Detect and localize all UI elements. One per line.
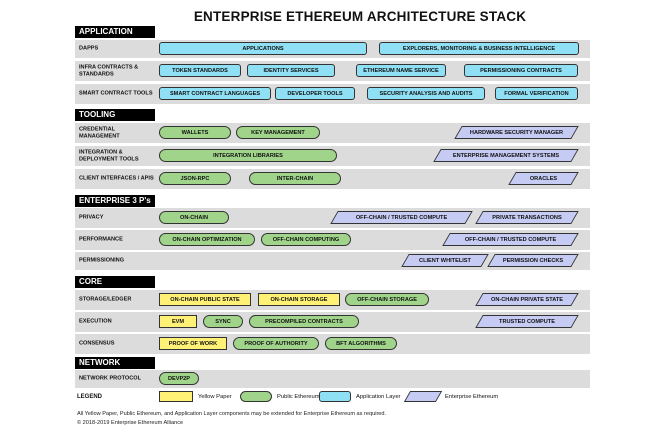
section-application: APPLICATION — [75, 26, 155, 38]
chip-on-chain-public-state: ON-CHAIN PUBLIC STATE — [159, 293, 251, 306]
chip-ethereum-name-service: ETHEREUM NAME SERVICE — [356, 64, 446, 77]
chip-proof-of-authority: PROOF OF AUTHORITY — [233, 337, 319, 350]
chip-off-chain-storage: OFF-CHAIN STORAGE — [345, 293, 429, 306]
row-credential: CREDENTIAL MANAGEMENT WALLETS KEY MANAGE… — [75, 123, 590, 143]
chip-sync: SYNC — [203, 315, 243, 328]
chip-on-chain-private-state-label: ON-CHAIN PRIVATE STATE — [491, 296, 563, 303]
chip-wallets: WALLETS — [159, 126, 231, 139]
row-network-protocol: NETWORK PROTOCOL DEVP2P — [75, 370, 590, 388]
chip-offchain-trusted-compute-2: OFF-CHAIN / TRUSTED COMPUTE — [446, 233, 575, 246]
legend-label-enterprise-ethereum: Enterprise Ethereum — [445, 394, 499, 400]
section-enterprise-3ps: ENTERPRISE 3 P's — [75, 195, 155, 207]
chip-token-standards: TOKEN STANDARDS — [159, 64, 241, 77]
row-label-permissioning: PERMISSIONING — [79, 257, 125, 264]
row-label-privacy: PRIVACY — [79, 214, 104, 221]
chip-client-whitelist: CLIENT WHITELIST — [405, 254, 485, 267]
chip-client-whitelist-label: CLIENT WHITELIST — [419, 257, 471, 264]
section-network: NETWORK — [75, 357, 155, 369]
legend-label-application-layer: Application Layer — [356, 394, 401, 400]
chip-hardware-security-manager-label: HARDWARE SECURITY MANAGER — [469, 129, 564, 136]
chip-trusted-compute: TRUSTED COMPUTE — [479, 315, 575, 328]
footer-copyright: © 2018-2019 Enterprise Ethereum Alliance — [77, 420, 184, 426]
chip-offchain-trusted-compute: OFF-CHAIN / TRUSTED COMPUTE — [334, 211, 469, 224]
row-label-credential: CREDENTIAL MANAGEMENT — [79, 126, 120, 139]
footer-note: All Yellow Paper, Public Ethereum, and A… — [77, 411, 387, 417]
legend-label-yellow-paper: Yellow Paper — [198, 394, 232, 400]
diagram-title: ENTERPRISE ETHEREUM ARCHITECTURE STACK — [193, 9, 527, 24]
row-permissioning: PERMISSIONING CLIENT WHITELIST PERMISSIO… — [75, 252, 590, 270]
row-label-integration: INTEGRATION & DEPLOYMENT TOOLS — [79, 149, 139, 162]
chip-oracles-label: ORACLES — [529, 175, 558, 182]
row-client-interfaces: CLIENT INTERFACES / APIs JSON-RPC INTER-… — [75, 169, 590, 189]
chip-proof-of-work: PROOF OF WORK — [159, 337, 227, 350]
row-dapps: DAPPS APPLICATIONS EXPLORERS, MONITORING… — [75, 40, 590, 58]
chip-smart-contract-languages: SMART CONTRACT LANGUAGES — [159, 87, 271, 100]
chip-offchain-trusted-compute-label: OFF-CHAIN / TRUSTED COMPUTE — [355, 214, 448, 221]
legend-title: LEGEND — [77, 394, 103, 400]
legend-swatch-enterprise-ethereum — [407, 391, 439, 402]
chip-offchain-trusted-compute-2-label: OFF-CHAIN / TRUSTED COMPUTE — [464, 236, 557, 243]
row-label-client: CLIENT INTERFACES / APIs — [79, 175, 154, 182]
chip-devp2p: DEVP2P — [159, 372, 199, 385]
section-tooling: TOOLING — [75, 109, 155, 121]
row-label-consensus: CONSENSUS — [79, 340, 115, 347]
chip-formal-verification: FORMAL VERIFICATION — [495, 87, 578, 100]
row-smart-contract-tools: SMART CONTRACT TOOLS SMART CONTRACT LANG… — [75, 84, 590, 104]
chip-json-rpc: JSON-RPC — [159, 172, 231, 185]
legend-swatch-application-layer — [319, 391, 351, 402]
chip-identity-services: IDENTITY SERVICES — [247, 64, 335, 77]
chip-on-chain-private-state: ON-CHAIN PRIVATE STATE — [479, 293, 575, 306]
legend-swatch-public-ethereum — [240, 391, 272, 402]
chip-developer-tools: DEVELOPER TOOLS — [275, 87, 355, 100]
chip-on-chain-storage: ON-CHAIN STORAGE — [258, 293, 340, 306]
row-consensus: CONSENSUS PROOF OF WORK PROOF OF AUTHORI… — [75, 334, 590, 354]
chip-security-analysis: SECURITY ANALYSIS AND AUDITS — [367, 87, 485, 100]
chip-private-transactions: PRIVATE TRANSACTIONS — [479, 211, 575, 224]
row-infra: INFRA CONTRACTS & STANDARDS TOKEN STANDA… — [75, 61, 590, 81]
chip-applications: APPLICATIONS — [159, 42, 367, 55]
chip-permission-checks-label: PERMISSION CHECKS — [502, 257, 564, 264]
row-integration: INTEGRATION & DEPLOYMENT TOOLS INTEGRATI… — [75, 146, 590, 166]
row-execution: EXECUTION EVM SYNC PRECOMPILED CONTRACTS… — [75, 312, 590, 332]
row-label-dapps: DAPPS — [79, 45, 99, 52]
chip-precompiled-contracts: PRECOMPILED CONTRACTS — [249, 315, 359, 328]
row-label-network: NETWORK PROTOCOL — [79, 375, 142, 382]
row-performance: PERFORMANCE ON-CHAIN OPTIMIZATION OFF-CH… — [75, 230, 590, 250]
legend-swatch-yellow-paper — [159, 391, 193, 402]
row-label-execution: EXECUTION — [79, 318, 112, 325]
row-storage-ledger: STORAGE/LEDGER ON-CHAIN PUBLIC STATE ON-… — [75, 290, 590, 310]
row-privacy: PRIVACY ON-CHAIN OFF-CHAIN / TRUSTED COM… — [75, 208, 590, 228]
chip-on-chain-optimization: ON-CHAIN OPTIMIZATION — [159, 233, 255, 246]
row-label-storage: STORAGE/LEDGER — [79, 296, 132, 303]
chip-explorers: EXPLORERS, MONITORING & BUSINESS INTELLI… — [379, 42, 579, 55]
chip-permissioning-contracts: PERMISSIONING CONTRACTS — [464, 64, 578, 77]
chip-trusted-compute-label: TRUSTED COMPUTE — [499, 318, 555, 325]
row-label-performance: PERFORMANCE — [79, 236, 123, 243]
chip-bft-algorithms: BFT ALGORITHMS — [325, 337, 397, 350]
legend-label-public-ethereum: Public Ethereum — [277, 394, 320, 400]
section-core-blockchain: CORE BLOCKCHAIN — [75, 276, 155, 298]
chip-key-management: KEY MANAGEMENT — [236, 126, 320, 139]
chip-permission-checks: PERMISSION CHECKS — [491, 254, 575, 267]
chip-off-chain-computing: OFF-CHAIN COMPUTING — [261, 233, 351, 246]
chip-enterprise-management-systems: ENTERPRISE MANAGEMENT SYSTEMS — [437, 149, 575, 162]
row-label-infra: INFRA CONTRACTS & STANDARDS — [79, 64, 139, 77]
chip-on-chain: ON-CHAIN — [159, 211, 229, 224]
chip-private-transactions-label: PRIVATE TRANSACTIONS — [492, 214, 562, 221]
chip-inter-chain: INTER-CHAIN — [249, 172, 341, 185]
row-label-smart: SMART CONTRACT TOOLS — [79, 90, 153, 97]
chip-integration-libraries: INTEGRATION LIBRARIES — [159, 149, 337, 162]
chip-hardware-security-manager: HARDWARE SECURITY MANAGER — [458, 126, 575, 139]
chip-enterprise-management-systems-label: ENTERPRISE MANAGEMENT SYSTEMS — [452, 152, 560, 159]
chip-evm: EVM — [159, 315, 197, 328]
chip-oracles: ORACLES — [512, 172, 575, 185]
